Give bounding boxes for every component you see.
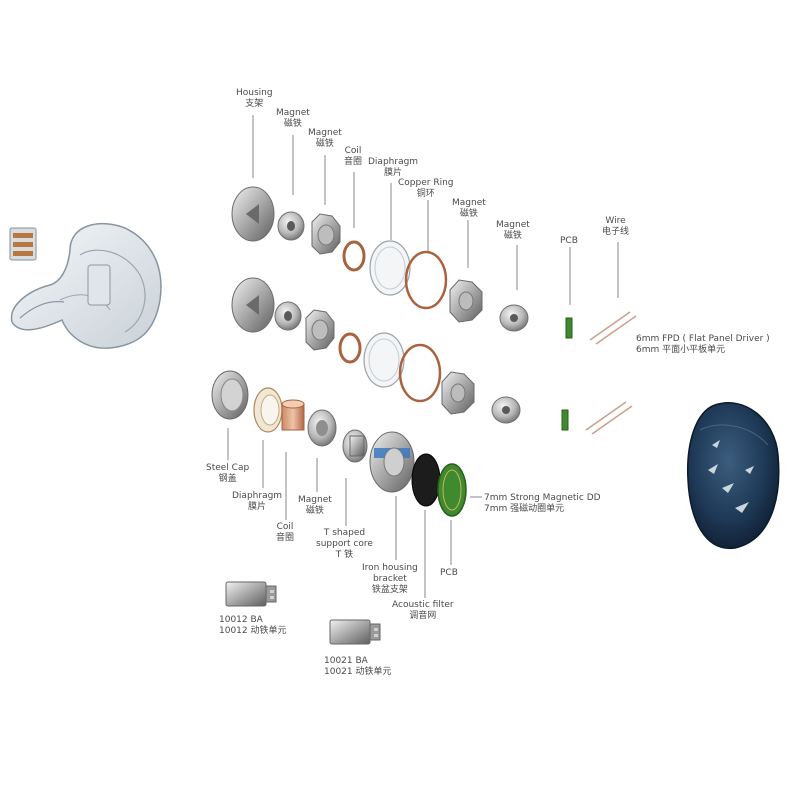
- row-middle-components: [231, 277, 633, 435]
- label-pcb-top: PCB: [560, 236, 578, 246]
- t-core-part: [342, 429, 368, 463]
- blue-faceplate-earphone-icon: [686, 402, 780, 549]
- pcb-bottom-part: [437, 463, 467, 517]
- label-fpd: 6mm FPD ( Flat Panel Driver )6mm 平面小平板单元: [636, 334, 770, 355]
- ba-driver-10021: [329, 619, 381, 645]
- ba-driver-10012: [225, 581, 277, 607]
- magnet-bottom-part: [307, 409, 337, 447]
- leader-lines: [227, 115, 619, 598]
- wire-part-2: [585, 401, 633, 435]
- magnet-octagon-part: [311, 213, 341, 255]
- row-bottom-components: [211, 370, 467, 517]
- transparent-earphone-shell-icon: [9, 222, 162, 349]
- magnet-octagon-part-3: [305, 309, 335, 351]
- diaphragm-part: [369, 240, 411, 296]
- steel-cap-part: [211, 370, 249, 420]
- magnet-part-2: [274, 301, 302, 331]
- pcb-part-2: [561, 409, 569, 431]
- magnet-octagon-part-4: [441, 371, 475, 415]
- acoustic-filter-part: [411, 453, 441, 507]
- housing-part-2: [231, 277, 275, 333]
- magnet-small-part-2: [491, 396, 521, 424]
- diaphragm-bottom-part: [253, 387, 283, 433]
- label-pcb-bottom: PCB: [440, 568, 458, 578]
- wire-part: [589, 311, 637, 345]
- coil-bottom-part: [281, 399, 305, 431]
- copper-ring-part: [404, 250, 448, 310]
- row-top-components: [231, 186, 637, 345]
- iron-housing-bracket-part: [369, 431, 415, 493]
- magnet-part: [277, 211, 305, 241]
- magnet-small-part: [499, 304, 529, 332]
- housing-part: [231, 186, 275, 242]
- coil-part: [342, 240, 366, 272]
- pcb-part: [565, 317, 573, 339]
- diaphragm-part-2: [363, 332, 405, 388]
- magnet-octagon-part-2: [449, 279, 483, 323]
- copper-ring-part-2: [398, 343, 442, 403]
- coil-part-2: [338, 332, 362, 364]
